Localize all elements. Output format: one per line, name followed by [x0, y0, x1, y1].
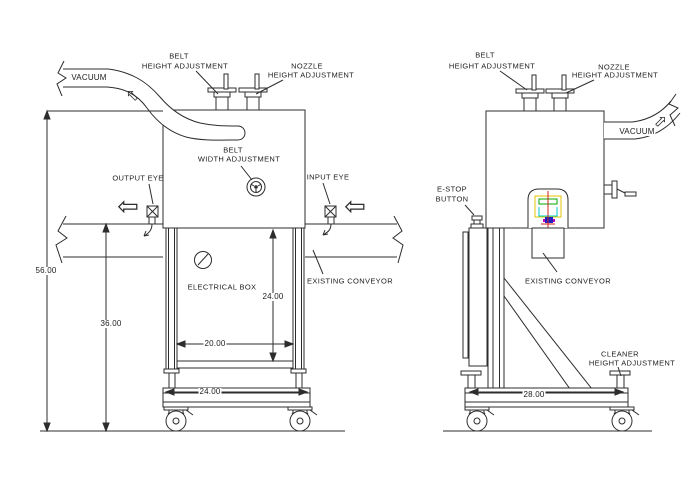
belt-height-label: BELT — [475, 50, 495, 60]
estop-button — [464, 204, 484, 229]
dimension-label-24v: 24.00 — [261, 292, 285, 301]
input-eye-label: INPUT EYE — [306, 172, 350, 182]
left-view — [43, 60, 404, 433]
input-flow-arrow-icon: ⇦ — [344, 192, 366, 222]
caster-wheel — [163, 406, 194, 432]
belt-height-label: HEIGHT ADJUSTMENT — [448, 61, 536, 71]
belt-height-label: BELT — [169, 51, 189, 61]
leader-nozzle-height-side — [565, 79, 595, 94]
vacuum-hose — [56, 60, 246, 141]
leader-belt-height-side — [499, 70, 528, 91]
dimension-28 — [468, 388, 625, 396]
nozzle-height-knob — [238, 73, 268, 111]
vacuum-label: VACUUM — [70, 73, 108, 82]
right-view — [460, 70, 681, 432]
cleaner-height-label: HEIGHT ADJUSTMENT — [588, 358, 676, 368]
nozzle-height-label: HEIGHT ADJUSTMENT — [267, 70, 355, 80]
existing-conveyor-label: EXISTING CONVEYOR — [307, 276, 393, 286]
nozzle-height-label: HEIGHT ADJUSTMENT — [571, 70, 659, 80]
cleaner-height-label: CLEANER — [601, 349, 639, 359]
dimension-label-56: 56.00 — [34, 266, 58, 275]
dimension-24-base — [164, 388, 309, 396]
belt-width-label: WIDTH ADJUSTMENT — [197, 154, 281, 164]
nozzle-height-label: NOZZLE — [291, 61, 323, 71]
leader-nozzle-height — [255, 79, 284, 95]
dimension-label-28: 28.00 — [522, 390, 546, 399]
belt-height-knob-side — [515, 74, 545, 112]
dimension-label-24b: 24.00 — [198, 387, 222, 396]
electrical-box-switch — [194, 251, 212, 269]
nozzle-height-knob-side — [545, 74, 575, 112]
break-symbol — [392, 215, 404, 264]
base-frame — [162, 387, 311, 408]
cleaner-head-housing — [527, 188, 569, 231]
break-symbol — [55, 215, 68, 264]
leveling-adjusters — [163, 368, 307, 389]
leader-belt-width — [240, 165, 253, 181]
output-eye-label: OUTPUT EYE — [112, 173, 164, 183]
output-eye-sensor — [143, 183, 159, 237]
conveyor-left-view — [55, 215, 404, 275]
diagonal-brace — [503, 276, 594, 390]
cleaner-height-adjusters — [460, 366, 631, 389]
belt-width-knob — [246, 177, 266, 197]
electrical-panel-side — [462, 227, 488, 367]
dimension-label-36: 36.00 — [99, 319, 123, 328]
dimension-20 — [175, 340, 295, 348]
nozzle-height-label: NOZZLE — [598, 62, 630, 72]
estop-label: E-STOP — [437, 184, 467, 194]
break-symbol — [668, 93, 679, 127]
belt-width-crank — [603, 180, 637, 199]
caster-wheel — [287, 406, 318, 432]
caster-wheel — [609, 406, 640, 432]
electrical-box-label: ELECTRICAL BOX — [187, 282, 257, 292]
leader-existing-conveyor — [312, 249, 324, 275]
belt-height-label: HEIGHT ADJUSTMENT — [141, 61, 229, 71]
leader-belt-height — [195, 70, 219, 95]
vacuum-label: VACUUM — [618, 127, 656, 136]
input-eye-sensor — [322, 182, 337, 236]
estop-label: BUTTON — [435, 194, 469, 204]
caster-wheel — [464, 406, 495, 432]
support-column — [487, 227, 505, 390]
output-flow-arrow-icon: ⇦ — [117, 192, 139, 222]
dimension-label-20: 20.00 — [203, 339, 227, 348]
base-frame-side — [464, 387, 629, 408]
belt-width-label: BELT — [223, 145, 243, 155]
belt-height-knob — [207, 73, 237, 111]
break-symbol — [56, 60, 67, 97]
existing-conveyor-label: EXISTING CONVEYOR — [525, 276, 611, 286]
conveyor-cross-section — [531, 227, 565, 273]
dimension-56 — [43, 109, 163, 433]
